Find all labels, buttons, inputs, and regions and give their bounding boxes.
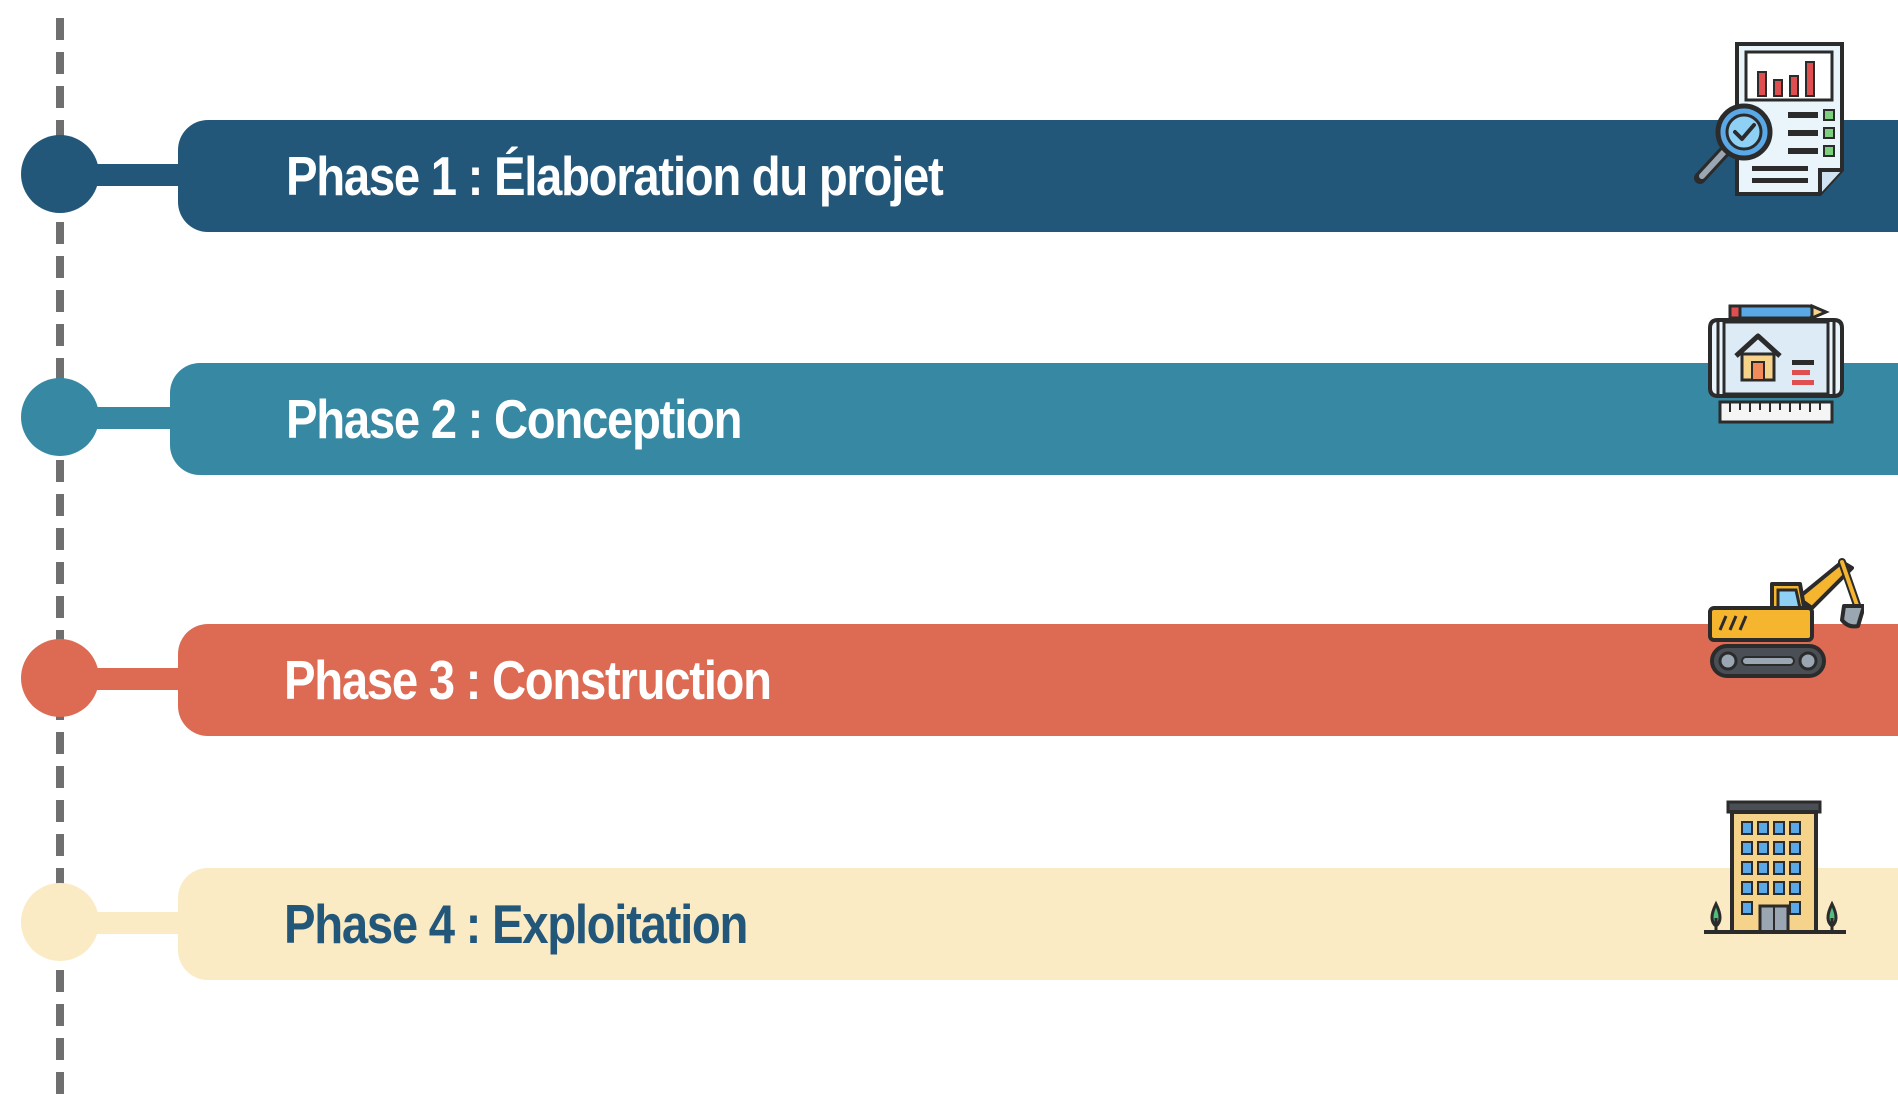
report-magnifier-icon bbox=[1692, 40, 1848, 200]
phase-1-connector bbox=[92, 164, 192, 186]
phase-2-dot bbox=[21, 378, 99, 456]
phase-3-connector bbox=[92, 668, 192, 690]
phase-4-connector bbox=[92, 912, 192, 934]
phase-3-label: Phase 3 : Construction bbox=[284, 649, 772, 711]
phase-4-bar bbox=[178, 868, 1898, 980]
excavator-icon bbox=[1702, 552, 1864, 684]
phase-2-connector bbox=[92, 407, 192, 429]
building-icon bbox=[1702, 798, 1848, 938]
phase-4-label: Phase 4 : Exploitation bbox=[284, 893, 748, 955]
phase-3-dot bbox=[21, 639, 99, 717]
phase-2-label: Phase 2 : Conception bbox=[286, 388, 742, 450]
phase-4-dot bbox=[21, 883, 99, 961]
phase-2-bar bbox=[170, 363, 1898, 475]
phase-3: Phase 3 : Construction bbox=[0, 624, 1898, 736]
phase-4: Phase 4 : Exploitation bbox=[0, 868, 1898, 980]
phase-1: Phase 1 : Élaboration du projet bbox=[0, 120, 1898, 232]
phase-3-bar bbox=[178, 624, 1898, 736]
blueprint-icon bbox=[1702, 300, 1850, 428]
phase-1-bar bbox=[178, 120, 1898, 232]
phase-1-label: Phase 1 : Élaboration du projet bbox=[286, 145, 944, 207]
phase-1-dot bbox=[21, 135, 99, 213]
timeline-dashed-line bbox=[56, 18, 64, 1101]
phase-2: Phase 2 : Conception bbox=[0, 363, 1898, 475]
